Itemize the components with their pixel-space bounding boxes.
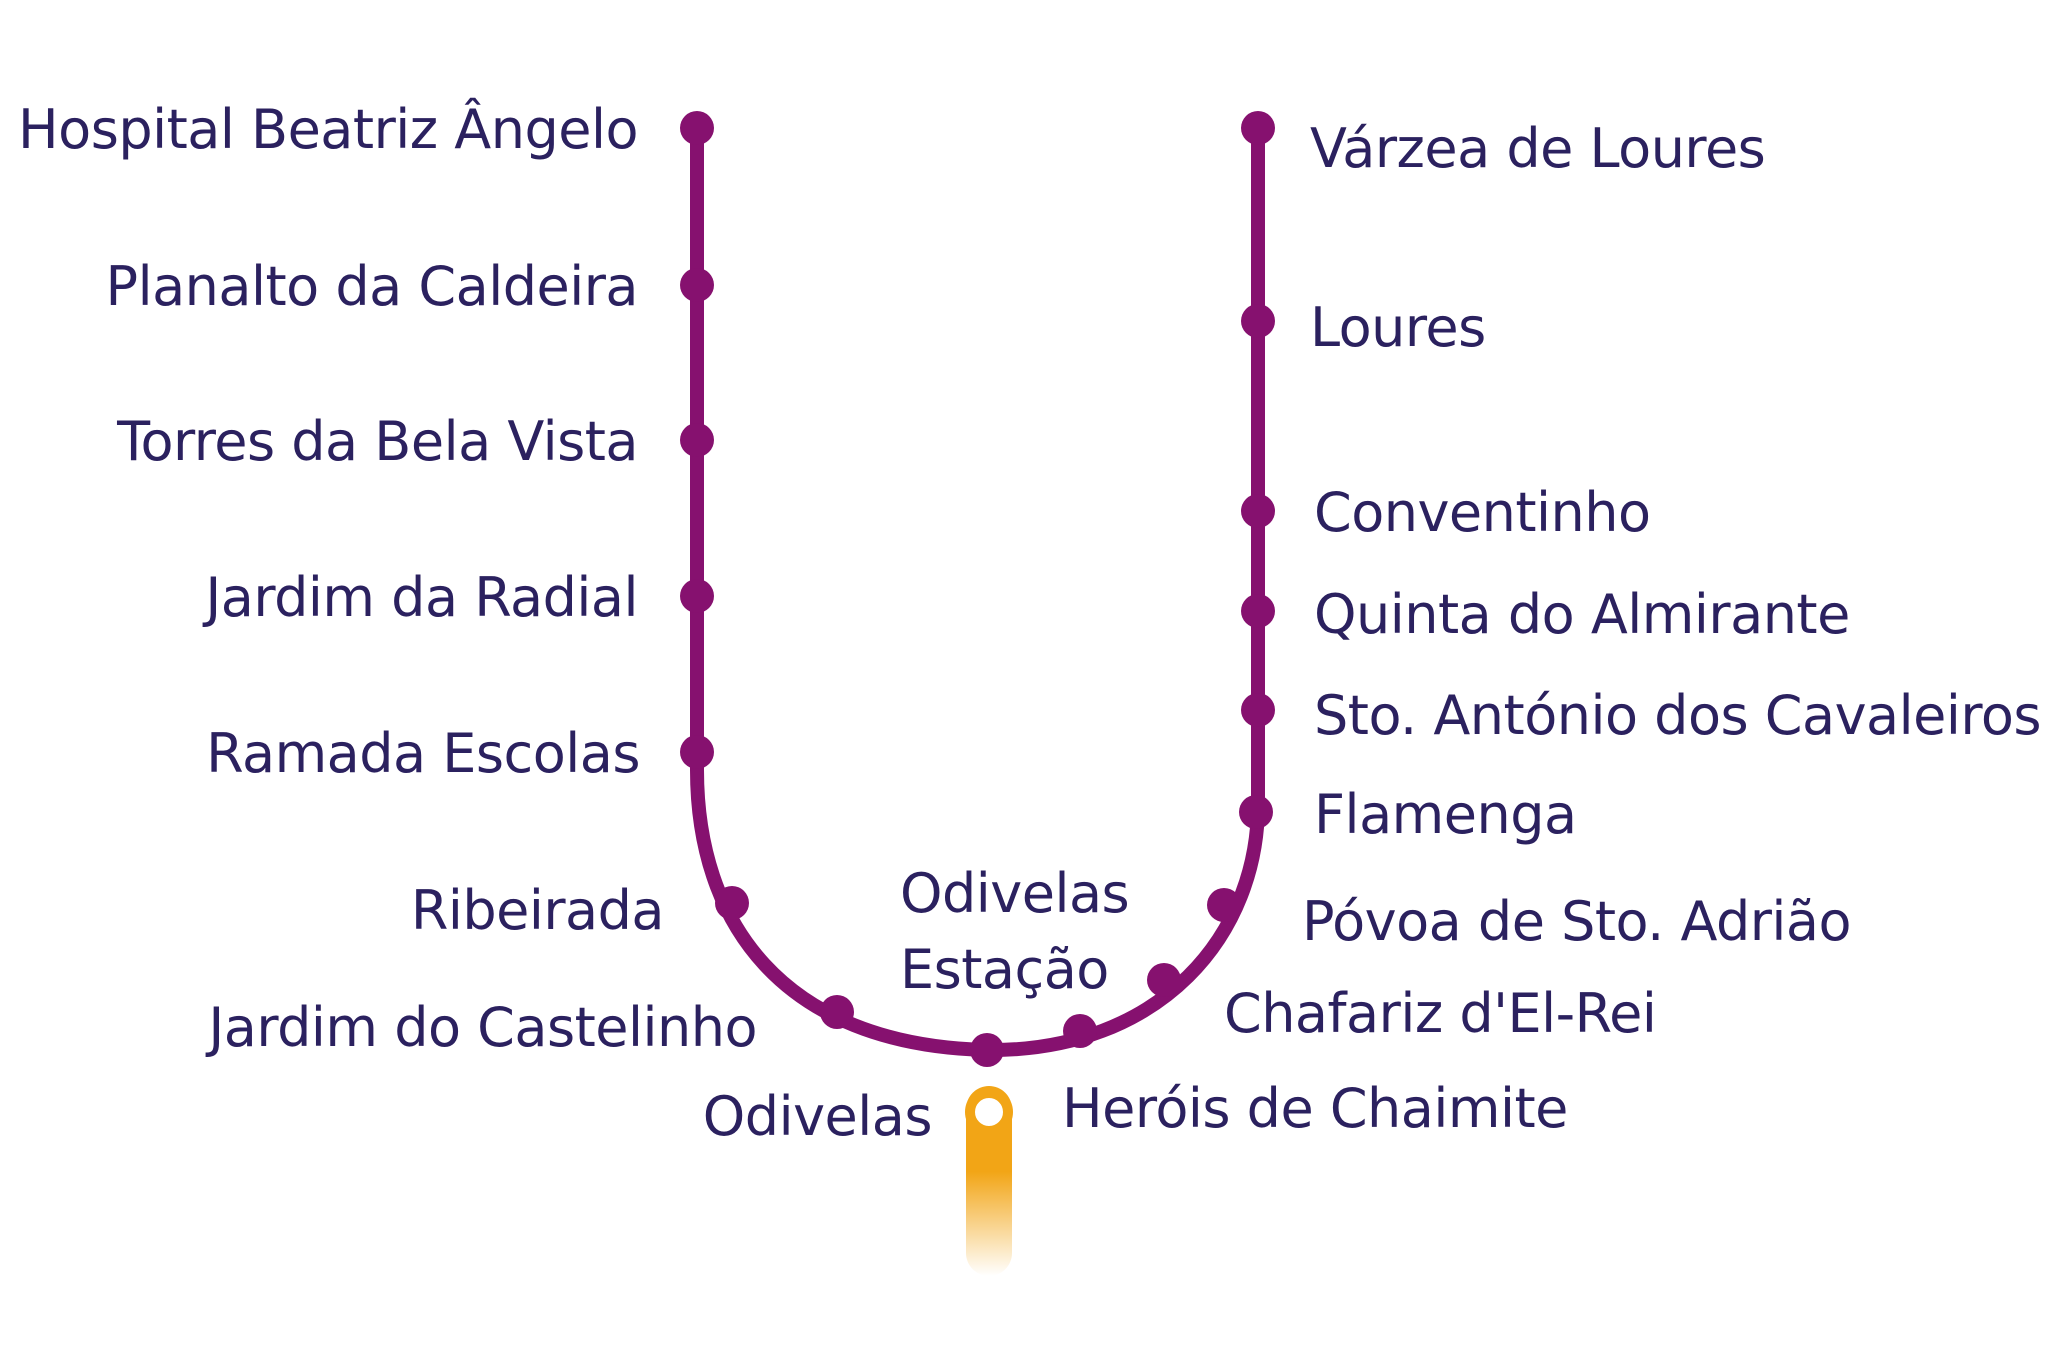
label-odivelas[interactable]: Odivelas	[703, 1085, 933, 1148]
station-dot-chafariz-d-el-rei[interactable]	[1147, 963, 1181, 997]
station-dot-ribeirada[interactable]	[715, 886, 749, 920]
station-dot-jardim-da-radial[interactable]	[680, 579, 714, 613]
station-dot-quinta-do-almirante[interactable]	[1241, 594, 1275, 628]
label-varzea-de-loures[interactable]: Várzea de Loures	[1310, 117, 1766, 180]
station-dot-odivelas-estacao[interactable]	[970, 1033, 1004, 1067]
station-dot-ramada-escolas[interactable]	[680, 735, 714, 769]
station-dot-conventinho[interactable]	[1241, 494, 1275, 528]
label-odivelas-estacao-line1[interactable]: Odivelas	[900, 862, 1130, 925]
station-dot-hospital-beatriz-angelo[interactable]	[680, 111, 714, 145]
station-dot-herois-de-chaimite[interactable]	[1063, 1014, 1097, 1048]
station-dot-sto-antonio-dos-cavaleiros[interactable]	[1241, 693, 1275, 727]
label-povoa-de-sto-adriao[interactable]: Póvoa de Sto. Adrião	[1302, 890, 1852, 953]
label-hospital-beatriz-angelo[interactable]: Hospital Beatriz Ângelo	[18, 98, 638, 161]
station-dot-planalto-da-caldeira[interactable]	[680, 268, 714, 302]
yellow-line-segment	[966, 1086, 1012, 1276]
label-ribeirada[interactable]: Ribeirada	[411, 879, 665, 942]
station-dot-flamenga[interactable]	[1239, 795, 1273, 829]
station-dot-varzea-de-loures[interactable]	[1241, 111, 1275, 145]
label-herois-de-chaimite[interactable]: Heróis de Chaimite	[1062, 1077, 1568, 1140]
odivelas-interchange-marker[interactable]	[965, 1088, 1013, 1136]
label-jardim-da-radial[interactable]: Jardim da Radial	[202, 566, 638, 629]
label-chafariz-d-el-rei[interactable]: Chafariz d'El-Rei	[1224, 982, 1657, 1045]
station-dot-jardim-do-castelinho[interactable]	[820, 995, 854, 1029]
label-torres-da-bela-vista[interactable]: Torres da Bela Vista	[116, 410, 638, 473]
label-sto-antonio-dos-cavaleiros[interactable]: Sto. António dos Cavaleiros	[1314, 684, 2042, 747]
station-dot-loures[interactable]	[1241, 304, 1275, 338]
label-odivelas-estacao-line2[interactable]: Estação	[900, 938, 1109, 1001]
label-quinta-do-almirante[interactable]: Quinta do Almirante	[1314, 583, 1850, 646]
label-ramada-escolas[interactable]: Ramada Escolas	[206, 722, 640, 785]
label-conventinho[interactable]: Conventinho	[1314, 481, 1651, 544]
label-planalto-da-caldeira[interactable]: Planalto da Caldeira	[106, 255, 639, 318]
label-loures[interactable]: Loures	[1310, 296, 1486, 359]
station-dot-povoa-de-sto-adriao[interactable]	[1207, 888, 1241, 922]
station-dot-torres-da-bela-vista[interactable]	[680, 423, 714, 457]
label-jardim-do-castelinho[interactable]: Jardim do Castelinho	[205, 996, 757, 1059]
label-flamenga[interactable]: Flamenga	[1314, 783, 1577, 846]
